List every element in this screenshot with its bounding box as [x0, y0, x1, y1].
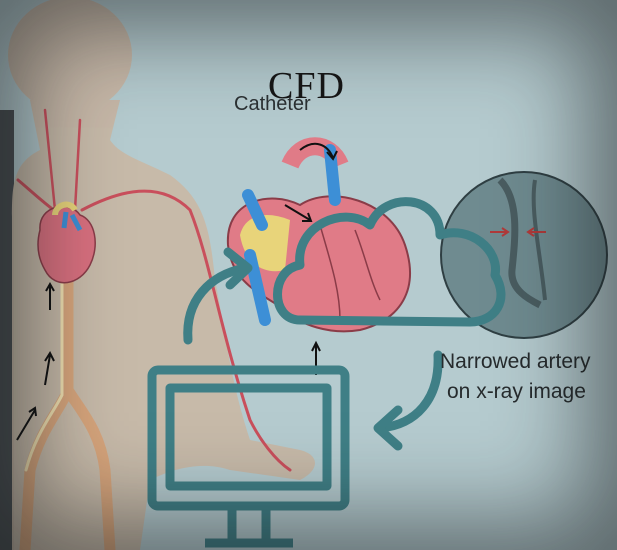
curved-arrow-down-icon	[378, 355, 438, 446]
narrowed-artery-label: Narrowed artery	[440, 350, 591, 374]
xray-image-label: on x-ray image	[447, 380, 586, 404]
large-heart-illustration	[228, 146, 410, 331]
catheter-label: Catheter	[234, 93, 311, 116]
xray-artery-icon	[441, 172, 607, 338]
photo-strip	[0, 110, 14, 550]
